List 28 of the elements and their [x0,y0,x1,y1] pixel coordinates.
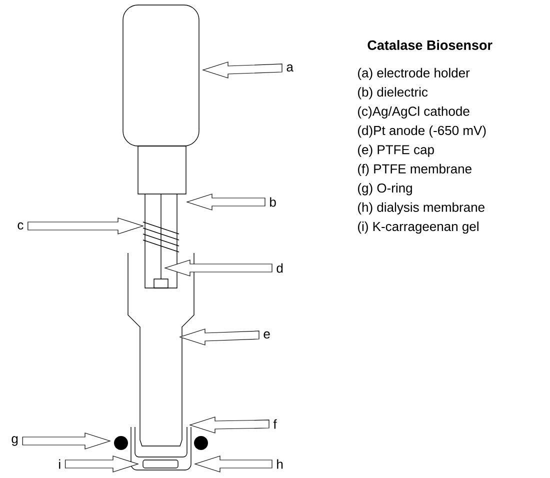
arrow [65,456,139,472]
legend-title: Catalase Biosensor [368,40,492,50]
part-letter: h [277,459,283,469]
legend-item: (h) dialysis membrane [358,202,484,214]
arrow [22,432,111,450]
legend-item: (c)Ag/AgCl cathode [358,106,470,118]
arrow [186,194,266,210]
part-letter: c [18,222,24,230]
legend-item: (e) PTFE cap [358,144,434,157]
arrow [179,328,260,346]
arrow [28,218,144,234]
part-letter: e [264,331,270,339]
legend-item: (a) electrode holder [358,68,470,80]
arrow [189,416,270,434]
part-letter: f [273,419,277,429]
part-letter: d [276,263,283,273]
legend-item: (b) dielectric [358,87,428,100]
arrow [164,260,272,276]
legend-item: (g) O-ring [358,183,412,196]
part-letter: g [12,436,18,446]
legend-item: (d)Pt anode (-650 mV) [358,126,486,138]
part-letter: a [286,64,294,72]
arrow [194,456,272,472]
part-letter: b [270,197,276,207]
part-letter: i [59,459,60,469]
legend-item: (i) K-carrageenan gel [358,222,478,234]
arrow [202,62,282,78]
legend-item: (f) PTFE membrane [358,164,472,176]
